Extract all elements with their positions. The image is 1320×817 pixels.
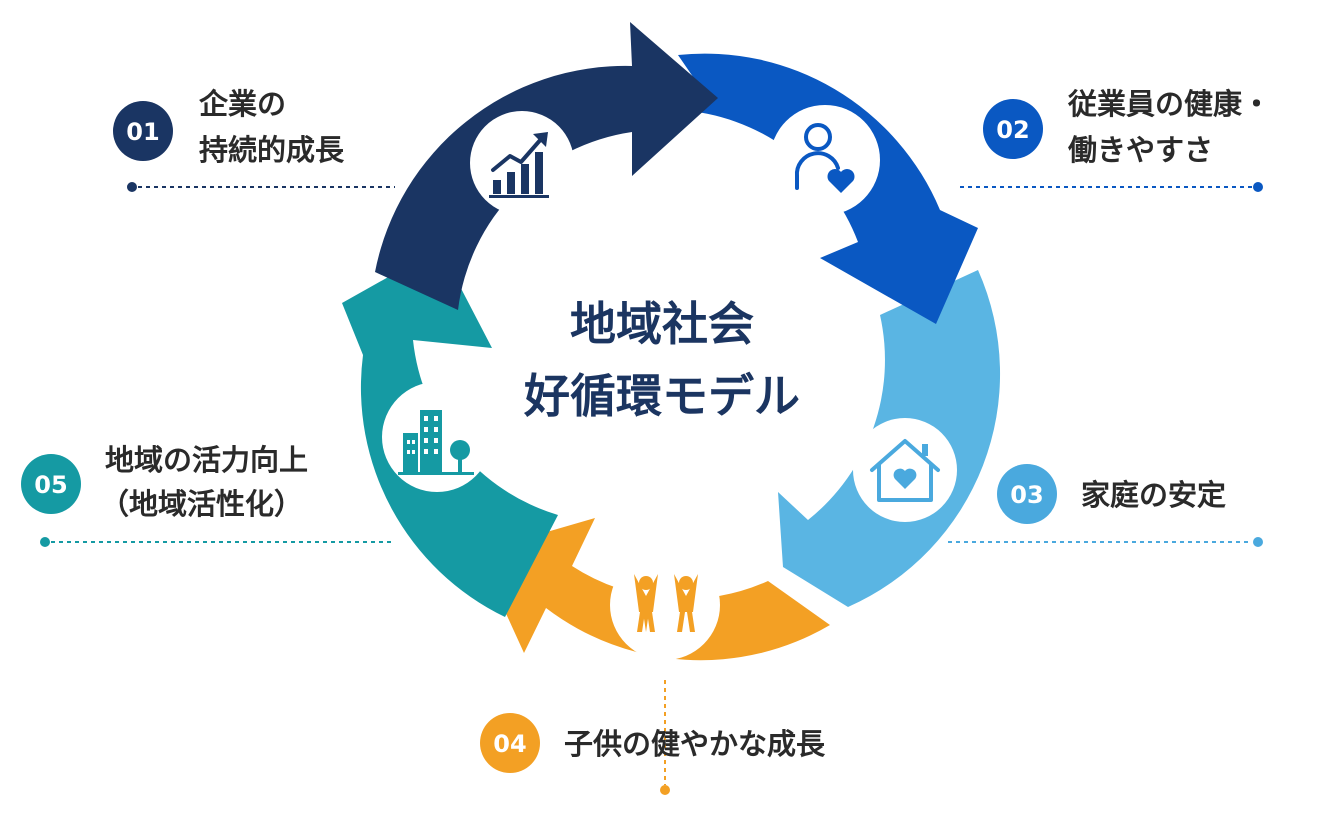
children-icon (634, 574, 698, 632)
step-02-title-line2: 働きやすさ (1067, 133, 1213, 167)
step-02-number: 02 (996, 116, 1029, 144)
step-05-number: 05 (34, 471, 67, 499)
step-04-number: 04 (493, 730, 526, 758)
step-02-title-line1: 従業員の健康・ (1067, 87, 1271, 121)
step-04-connector-dot (660, 785, 670, 795)
cycle-arrows (342, 22, 1001, 661)
step-05-title-line1: 地域の活力向上 (105, 443, 308, 477)
step-03-connector-dot (1253, 537, 1263, 547)
step-02-badge (983, 99, 1043, 159)
step-01-label: 01 企業の 持続的成長 (113, 87, 395, 192)
person-heart-icon (794, 123, 855, 193)
step-03-label: 03 家庭の安定 (948, 464, 1263, 547)
step-05-icon-circle (382, 382, 492, 492)
step-03-title-line1: 家庭の安定 (1081, 478, 1226, 512)
step-04-title-line1: 子供の健やかな成長 (564, 727, 826, 761)
step-04-badge (480, 713, 540, 773)
step-03-badge (997, 464, 1057, 524)
step-05-title-line2: （地域活性化） (100, 487, 303, 521)
center-title-line2: 好循環モデル (523, 369, 800, 423)
step-02-connector-dot (1253, 182, 1263, 192)
step-03-number: 03 (1010, 481, 1043, 509)
center-title-line1: 地域社会 (570, 297, 754, 351)
step-04-icon-circle (610, 550, 720, 660)
arrow-segment-01 (375, 22, 718, 310)
step-02-label: 02 従業員の健康・ 働きやすさ (960, 87, 1271, 192)
step-03-icon-circle (853, 418, 957, 522)
arrow-segment-02 (678, 53, 978, 324)
step-04-label: 04 子供の健やかな成長 (480, 680, 826, 795)
step-05-connector-dot (40, 537, 50, 547)
arrow-segment-05 (342, 248, 558, 617)
step-01-badge (113, 101, 173, 161)
house-heart-icon (870, 439, 940, 502)
step-05-label: 05 地域の活力向上 （地域活性化） (21, 443, 395, 547)
step-01-number: 01 (126, 118, 159, 146)
step-01-title-line1: 企業の (199, 87, 286, 121)
step-01-connector-dot (127, 182, 137, 192)
arrow-segment-04 (478, 518, 830, 661)
step-02-icon-circle (770, 105, 880, 215)
growth-chart-icon (489, 132, 549, 198)
city-tree-icon (398, 410, 474, 475)
step-05-badge (21, 454, 81, 514)
step-01-title-line2: 持続的成長 (199, 133, 345, 167)
step-01-icon-circle (470, 111, 574, 215)
